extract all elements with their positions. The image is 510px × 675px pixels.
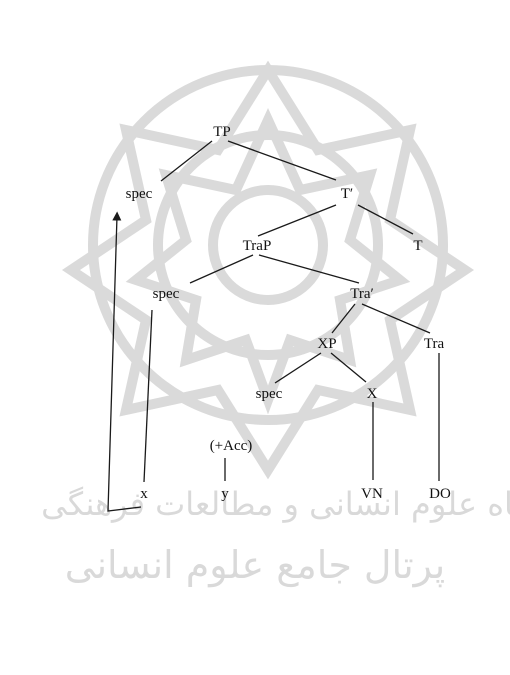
edge-spec-x-trace [143, 309, 153, 483]
tree-edges [143, 140, 440, 483]
node-trap: TraP [243, 238, 272, 254]
edge-tp-spec [160, 140, 213, 182]
watermark-text-line2: پرتال جامع علوم انسانی [65, 543, 445, 588]
edge-tbar-t [357, 204, 414, 235]
node-tra-bar: Tra′ [350, 286, 374, 302]
edge-trabar-tra [361, 303, 431, 334]
edge-tbar-trap [257, 204, 337, 237]
edge-trap-spec [189, 254, 254, 284]
node-xp: XP [317, 336, 336, 352]
edge-trabar-xp [331, 303, 356, 334]
node-spec-mid: spec [153, 286, 180, 302]
edge-xp-spec [274, 352, 322, 384]
movement-arrow [107, 211, 142, 512]
node-t: T [413, 238, 422, 254]
leaf-do: DO [429, 486, 451, 502]
leaf-y: y [221, 486, 229, 502]
watermark-text-line1: پژوهشگاه علوم انسانی و مطالعات فرهنگی [41, 485, 510, 523]
node-tp: TP [213, 124, 231, 140]
tree-nodes: TP spec T′ TraP T spec Tra′ XP Tra spec … [126, 124, 451, 502]
edge-tp-tbar [227, 140, 337, 181]
edge-trap-trabar [258, 254, 360, 284]
node-tra: Tra [424, 336, 445, 352]
node-t-bar: T′ [341, 186, 353, 202]
watermark-logo [61, 60, 475, 480]
node-x-head: X [367, 386, 378, 402]
node-spec-low: spec [256, 386, 283, 402]
leaf-vn: VN [361, 486, 383, 502]
node-spec-top: spec [126, 186, 153, 202]
edge-xp-x [330, 352, 367, 383]
leaf-x: x [140, 486, 148, 502]
node-acc-feature: (+Acc) [210, 438, 253, 454]
